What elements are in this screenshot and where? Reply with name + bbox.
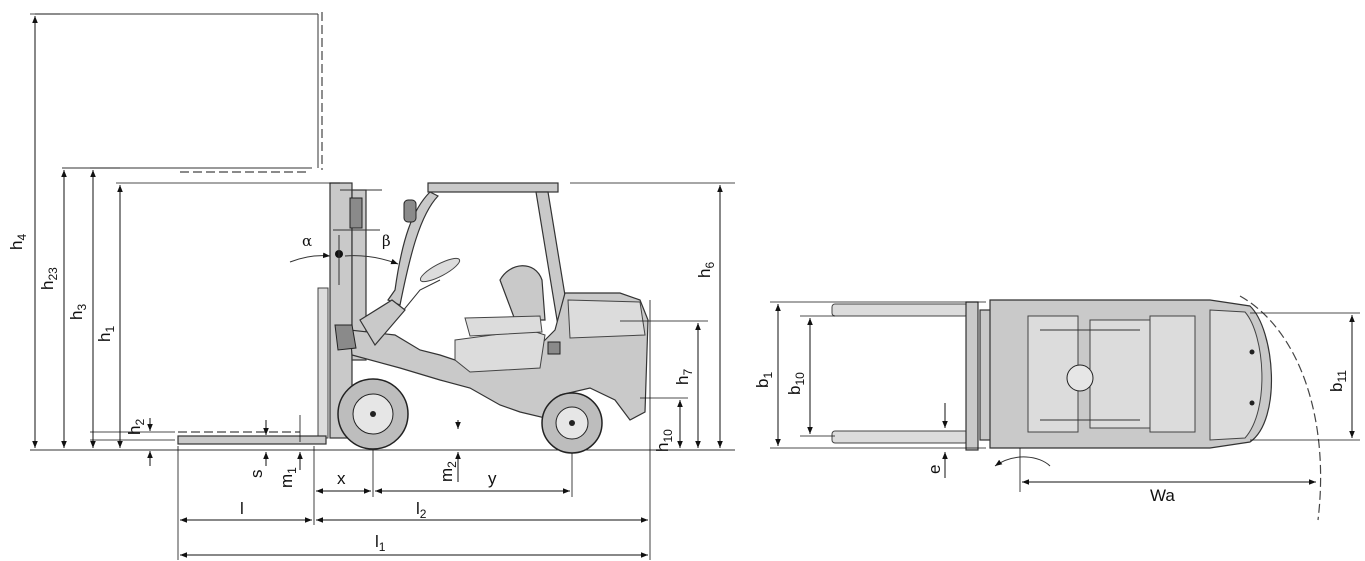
label-h4: h4 xyxy=(7,234,29,250)
label-m1: m1 xyxy=(277,467,299,488)
seat xyxy=(499,265,546,321)
top-view: b1 b10 b11 e Wa xyxy=(753,295,1360,521)
label-e: e xyxy=(925,465,944,474)
label-h7: h7 xyxy=(673,369,695,385)
label-b1: b1 xyxy=(753,372,775,388)
steering-wheel-top xyxy=(1066,364,1094,392)
side-view-labels: h4 h23 h3 h1 h2 s m1 m2 x y l l2 l1 h6 h… xyxy=(7,232,717,554)
vertical-dimensions-left xyxy=(30,13,461,482)
steering-wheel xyxy=(419,257,461,283)
label-beta: β xyxy=(382,232,391,250)
mast xyxy=(317,182,382,439)
side-view: h4 h23 h3 h1 h2 s m1 m2 x y l l2 l1 h6 h… xyxy=(7,12,735,560)
fork-bottom xyxy=(831,430,969,444)
tilt-angles xyxy=(289,235,399,285)
label-h10: h10 xyxy=(653,429,675,452)
label-m2: m2 xyxy=(437,461,459,482)
label-h23: h23 xyxy=(38,267,60,290)
label-alpha: α xyxy=(302,232,312,250)
front-wheel xyxy=(337,378,409,450)
forks xyxy=(177,431,327,445)
label-x: x xyxy=(337,469,346,488)
truck-body xyxy=(334,257,649,421)
label-b10: b10 xyxy=(785,372,807,395)
label-h1: h1 xyxy=(95,326,117,342)
turning-arc xyxy=(1239,295,1322,521)
raised-load-outline xyxy=(35,12,323,173)
label-wa: Wa xyxy=(1150,486,1175,505)
label-s: s xyxy=(247,470,266,479)
label-h6: h6 xyxy=(695,262,717,278)
label-h3: h3 xyxy=(67,304,89,320)
warning-light xyxy=(403,199,417,223)
horizontal-dimensions xyxy=(177,300,651,560)
rear-wheel xyxy=(541,392,603,454)
label-y: y xyxy=(488,469,497,488)
label-l: l xyxy=(240,499,244,518)
vertical-dimensions-right xyxy=(570,182,735,448)
label-l2: l2 xyxy=(416,499,427,521)
label-l1: l1 xyxy=(375,532,386,554)
fork-top xyxy=(831,303,969,317)
label-h2: h2 xyxy=(125,419,147,435)
label-b11: b11 xyxy=(1327,370,1349,392)
